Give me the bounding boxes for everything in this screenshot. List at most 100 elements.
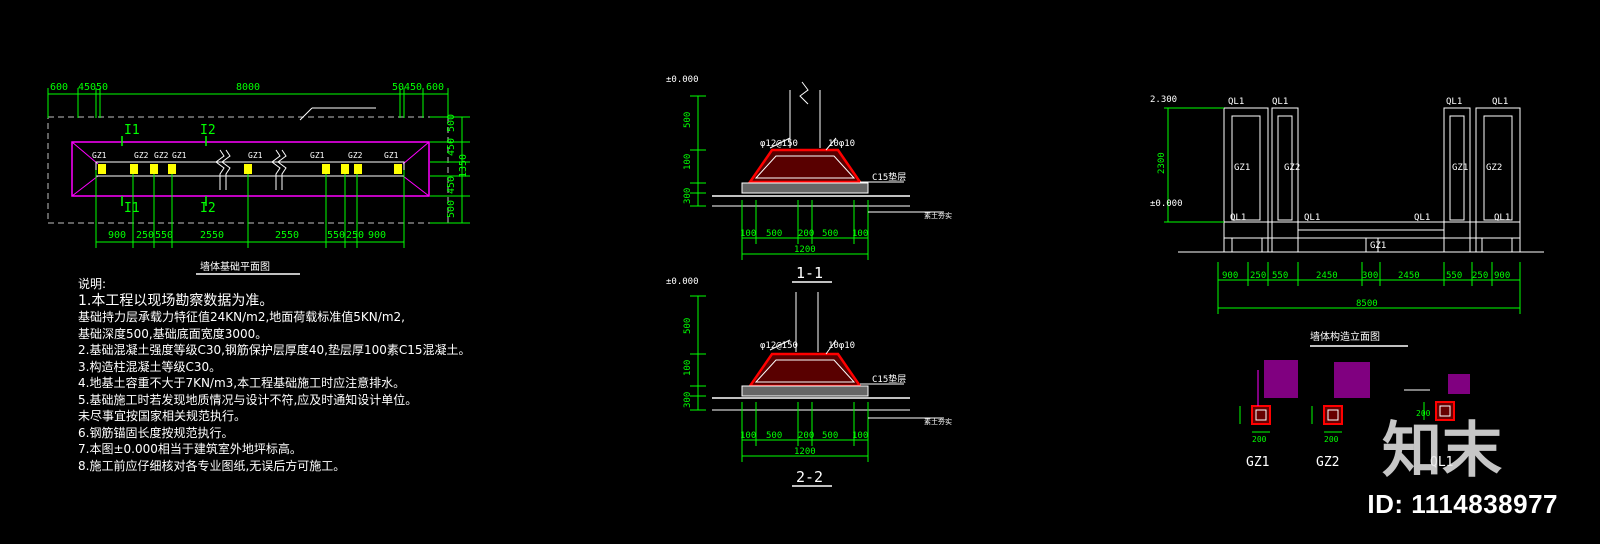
elevation-mark: ±0.000: [1150, 199, 1183, 209]
detail-texts: GZ1 GZ2 QL1 200 200 200: [1246, 409, 1453, 470]
concrete-label: C15垫层: [872, 373, 906, 385]
plan-top-dim: 450: [404, 82, 422, 93]
plan-top-dim: 50: [96, 82, 108, 93]
section-dim: 100: [852, 229, 868, 239]
plan-bottom-dim: 250: [136, 230, 154, 241]
notes-line: 4.地基土容重不大于7KN/m3,本工程基础施工时应注意排水。: [78, 376, 406, 390]
beam-label: QL1: [1494, 213, 1510, 223]
section-1-texts: ±0.000 500 100 300 100 500 200 500 100 1…: [666, 75, 952, 282]
column-label: GZ1: [310, 151, 325, 160]
beam-label: QL1: [1228, 97, 1244, 107]
notes-line: 基础深度500,基础底面宽度3000。: [78, 326, 268, 341]
elevation-texts: 2.300 ±0.000 2300 900 250 550 2450 300 2…: [1150, 95, 1510, 309]
column-label: GZ1: [172, 151, 187, 160]
notes-line: 5.基础施工时若发现地质情况与设计不符,应及时通知设计单位。: [78, 392, 418, 407]
column-label: GZ2: [154, 151, 169, 160]
detail-gz2: [1311, 362, 1370, 433]
beam-label: QL1: [1492, 97, 1508, 107]
detail-gz1: [1239, 360, 1298, 433]
section-dim-total: 1200: [794, 245, 816, 255]
section-dim: 100: [683, 360, 693, 376]
elevation-mark: ±0.000: [666, 75, 699, 85]
beam-label: QL1: [1272, 97, 1288, 107]
design-notes: 说明: 1.本工程以现场勘察数据为准。 基础持力层承载力特征值24KN/m2,地…: [78, 276, 471, 474]
column-label: GZ1: [1370, 241, 1386, 251]
plan-top-dim: 600: [50, 82, 68, 93]
section-dim: 500: [683, 112, 693, 128]
soil-label: 素土夯实: [924, 211, 952, 220]
plan-bottom-dim: 550: [155, 230, 173, 241]
detail-title: GZ2: [1316, 455, 1339, 470]
detail-title: QL1: [1430, 455, 1453, 470]
plan-bottom-dim: 250: [346, 230, 364, 241]
elevation-dim: 2450: [1398, 271, 1420, 281]
svg-text:墙体构造立面图: 墙体构造立面图: [1310, 330, 1380, 343]
plan-bottom-dim: 2550: [275, 230, 299, 241]
column-label: GZ1: [248, 151, 263, 160]
plan-bottom-dim: 900: [108, 230, 126, 241]
plan-bottom-dim: 900: [368, 230, 386, 241]
plan-top-dimension: [47, 88, 449, 118]
detail-dim: 200: [1324, 435, 1339, 444]
section-2-texts: ±0.000 500 100 300 100 500 200 500 100 1…: [666, 277, 952, 486]
section-mark: I2: [200, 123, 216, 138]
section-mark: I1: [124, 201, 140, 216]
wall-outline: [95, 161, 405, 177]
concrete-pad: [741, 182, 869, 194]
plan-top-dim: 450: [78, 82, 96, 93]
section-dim: 500: [766, 229, 782, 239]
section-dim: 200: [798, 431, 814, 441]
elevation-dim: 550: [1272, 271, 1288, 281]
elevation-height-dim: 2300: [1157, 152, 1167, 174]
section-dim: 100: [740, 229, 756, 239]
plan-column-labels: GZ1 GZ2 GZ2 GZ1 GZ1 GZ1 GZ2 GZ1: [92, 151, 399, 160]
plan-top-dim: 50: [392, 82, 404, 93]
elevation-dimensions: [1164, 107, 1521, 314]
beam-label: QL1: [1230, 213, 1246, 223]
column-label: GZ1: [1452, 163, 1468, 173]
section-dim: 500: [683, 318, 693, 334]
elevation-mark: 2.300: [1150, 95, 1177, 105]
section-title: 1-1: [796, 264, 823, 282]
notes-line: 未尽事宜按国家相关规范执行。: [78, 409, 247, 423]
elevation-mark: ±0.000: [666, 277, 699, 287]
elevation-dim: 900: [1494, 271, 1510, 281]
plan-right-dim: 450: [446, 138, 457, 156]
section-dim: 100: [852, 431, 868, 441]
elevation-dim: 2450: [1316, 271, 1338, 281]
notes-line: 基础持力层承载力特征值24KN/m2,地面荷载标准值5KN/m2,: [78, 310, 405, 324]
notes-heading: 说明:: [78, 277, 107, 291]
notes-line: 2.基础混凝土强度等级C30,钢筋保护层厚度40,垫层厚100素C15混凝土。: [78, 343, 471, 357]
plan-right-dim: 450: [446, 176, 457, 194]
section-dim: 300: [683, 392, 693, 408]
watermark-logo: 知末: [1382, 416, 1502, 486]
elevation-dim: 250: [1250, 271, 1266, 281]
footing-section: [747, 148, 863, 184]
beam-label: QL1: [1304, 213, 1320, 223]
column-label: GZ2: [134, 151, 149, 160]
elevation-dim: 550: [1446, 271, 1462, 281]
plan-right-dimension: [430, 116, 470, 224]
rebar-label: 10φ10: [828, 139, 855, 149]
section-dim: 300: [683, 188, 693, 204]
section-dim: 100: [740, 431, 756, 441]
beam-label: QL1: [1414, 213, 1430, 223]
detail-dim: 200: [1416, 409, 1431, 418]
svg-text:墙体基础平面图: 墙体基础平面图: [200, 260, 270, 273]
plan-dimension-texts: 600 450 50 8000 50 450 600 900 250 550 2…: [50, 82, 469, 241]
notes-line: 7.本图±0.000相当于建筑室外地坪标高。: [78, 442, 302, 456]
section-dim: 100: [683, 154, 693, 170]
notes-line: 3.构造柱混凝土等级C30。: [78, 359, 222, 374]
section-dim: 500: [822, 431, 838, 441]
elevation-dim-total: 8500: [1356, 299, 1378, 309]
notes-line: 6.钢筋锚固长度按规范执行。: [78, 425, 234, 440]
elevation-view: [1178, 107, 1544, 253]
section-1-1: [690, 81, 944, 283]
detail-ql1: [1404, 374, 1470, 421]
watermark-id: ID: 1114838977: [1367, 489, 1558, 519]
plan-right-dim: 1350: [458, 154, 469, 178]
beam-label: QL1: [1446, 97, 1462, 107]
notes-line: 1.本工程以现场勘察数据为准。: [78, 292, 274, 309]
plan-right-dim: 500: [446, 114, 457, 132]
